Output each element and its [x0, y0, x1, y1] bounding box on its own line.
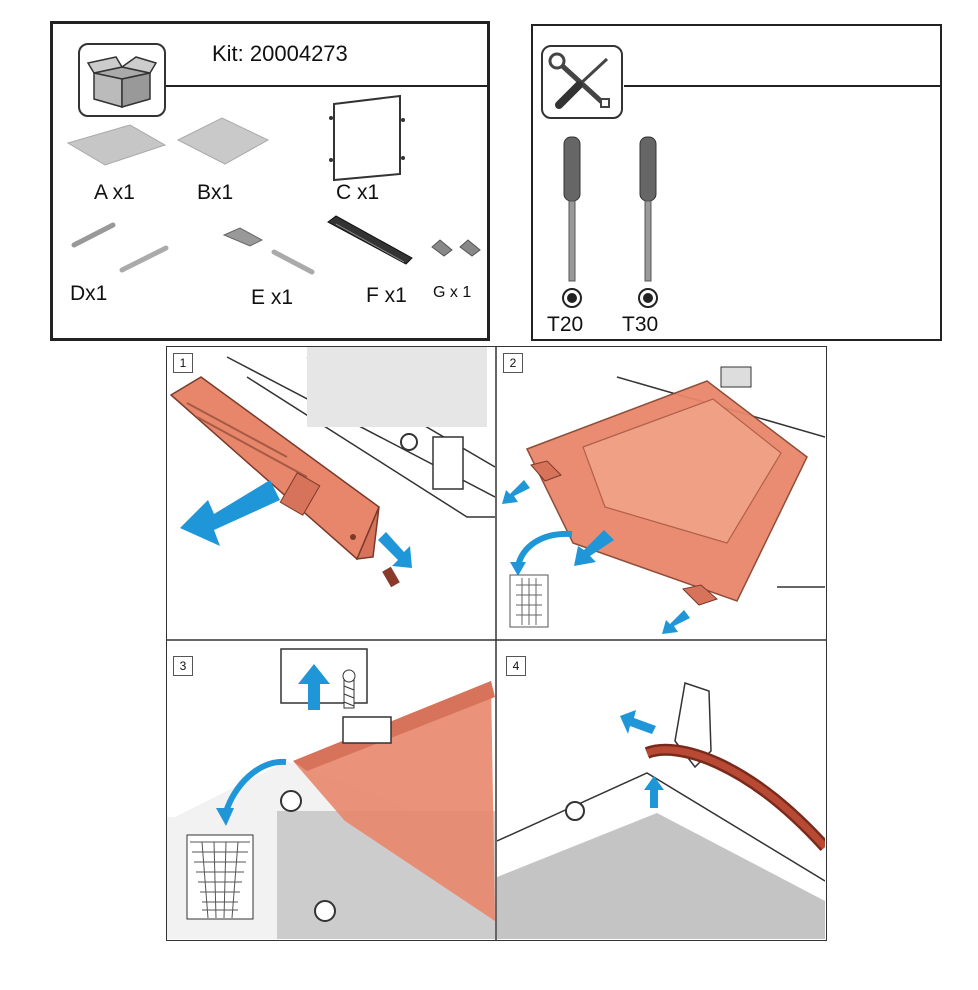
- tool-t30-label: T30: [622, 313, 659, 336]
- part-a-panel-icon: [66, 124, 167, 166]
- step-1-panel: [167, 347, 495, 639]
- screw-icon: [382, 566, 400, 588]
- left-arrow-icon: [620, 710, 656, 734]
- kit-panel-lines: [153, 85, 487, 87]
- part-b-panel-icon: [176, 117, 270, 165]
- waste-bin-icon: [190, 841, 250, 919]
- kit-panel: [50, 21, 490, 341]
- up-arrow-icon: [644, 776, 664, 808]
- up-arrow-icon: [298, 664, 330, 710]
- part-g-clips-icon: [431, 239, 481, 257]
- torx-screwdriver-icon: [562, 136, 582, 308]
- torx-screwdriver-icon: [638, 136, 658, 308]
- tool-t20-label: T20: [547, 313, 584, 336]
- part-f-strip-icon: [327, 215, 413, 265]
- tools-panel: [531, 24, 942, 341]
- part-a-label: A x1: [94, 181, 135, 204]
- step-4-panel: [497, 641, 825, 939]
- part-b-label: Bx1: [197, 181, 234, 204]
- part-e-brackets-icon: [222, 227, 315, 275]
- remove-arrow-icon: [180, 480, 280, 546]
- step-2-number: 2: [503, 353, 523, 373]
- part-c-frame-icon: [329, 94, 405, 182]
- down-arrow-icon: [378, 532, 412, 568]
- curved-arrow-icon: [216, 758, 287, 826]
- step-4-number: 4: [506, 656, 526, 676]
- part-c-label: C x1: [336, 181, 380, 204]
- step-3-number: 3: [173, 656, 193, 676]
- part-d-label: Dx1: [70, 282, 108, 305]
- screw-icon: [342, 669, 356, 709]
- part-d-rails-icon: [71, 222, 169, 273]
- part-g-label: G x 1: [433, 284, 472, 301]
- box-icon: [78, 43, 166, 117]
- torx-screwdrivers-illustration: [562, 136, 658, 308]
- step-1-number: 1: [173, 353, 193, 373]
- part-e-label: E x1: [251, 286, 294, 309]
- kit-parts-illustration: [66, 94, 481, 275]
- small-arrow-icon: [502, 480, 690, 634]
- wrench-screwdriver-icon: [541, 45, 623, 119]
- kit-title: Kit: 20004273: [212, 41, 348, 66]
- part-f-label: F x1: [366, 284, 407, 307]
- curved-arrow-icon: [510, 530, 573, 576]
- waste-bin-icon: [509, 574, 549, 628]
- slide-arrow-icon: [574, 530, 614, 566]
- tools-panel-lines: [624, 85, 940, 87]
